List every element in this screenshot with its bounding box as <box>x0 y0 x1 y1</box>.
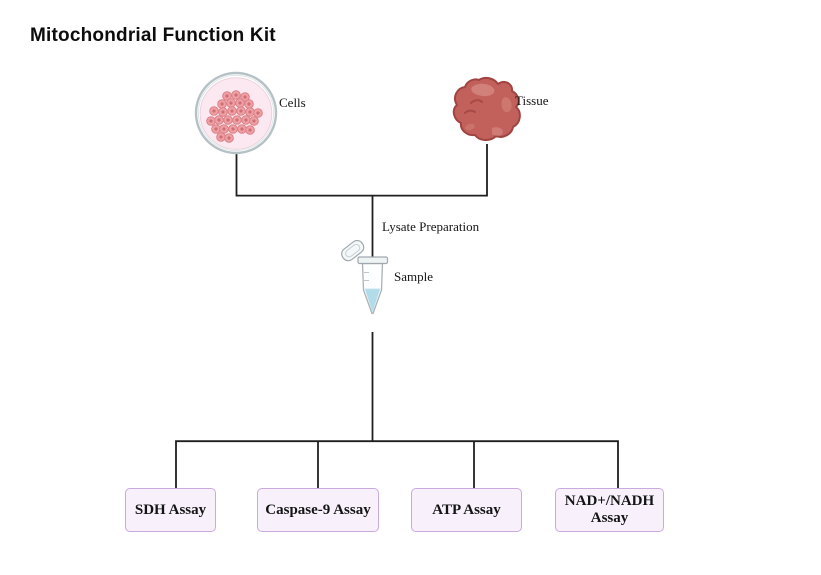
cells-label: Cells <box>279 95 306 110</box>
sample-tube-icon <box>341 239 389 315</box>
assay-box-caspase9: Caspase-9 Assay <box>257 488 379 532</box>
assay-box-caspase9-label: Caspase-9 Assay <box>265 501 371 518</box>
assay-box-atp: ATP Assay <box>411 488 522 532</box>
assay-box-nad-nadh-label: NAD+/NADH Assay <box>564 493 655 526</box>
tissue-label: Tissue <box>515 93 549 108</box>
tube-cap <box>341 239 365 262</box>
tube-body <box>357 256 389 315</box>
page-title: Mitochondrial Function Kit <box>30 25 276 46</box>
connector-lines <box>175 144 619 489</box>
tube-liquid <box>364 288 381 312</box>
assay-box-sdh: SDH Assay <box>125 488 216 532</box>
assay-box-atp-label: ATP Assay <box>432 501 501 518</box>
petri-dish-cells-icon <box>194 71 278 155</box>
lysate-preparation-label: Lysate Preparation <box>382 219 480 234</box>
sample-label: Sample <box>394 269 433 284</box>
assay-box-sdh-label: SDH Assay <box>134 501 207 518</box>
tissue-icon <box>452 76 521 141</box>
assay-box-nad-nadh: NAD+/NADH Assay <box>555 488 664 532</box>
